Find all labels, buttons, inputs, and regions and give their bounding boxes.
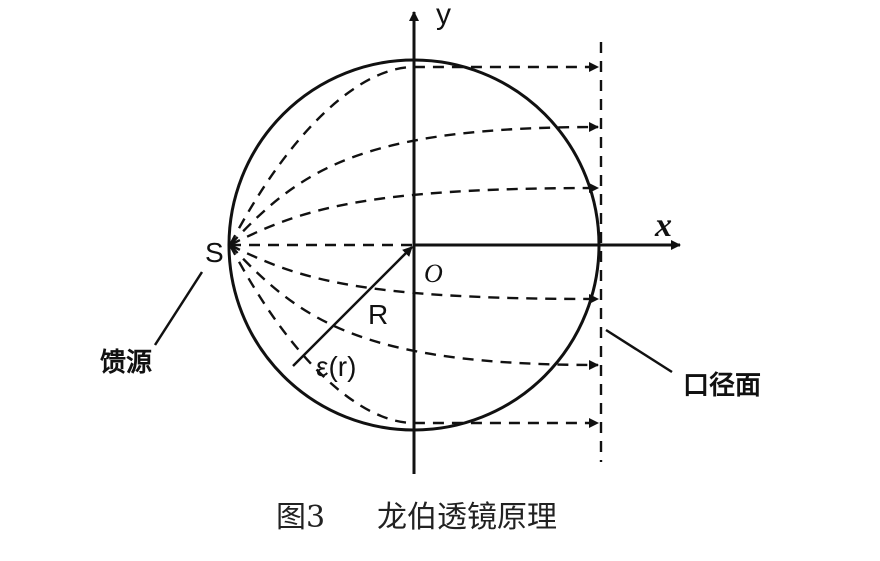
feed-label: 馈源 <box>100 347 152 377</box>
y-axis-label: y <box>436 0 451 31</box>
aperture-leader-line <box>605 328 673 374</box>
epsilon-label: ε(r) <box>316 351 356 382</box>
ray-path <box>229 243 599 304</box>
x-axis-label: x <box>654 207 672 244</box>
aperture-label: 口径面 <box>683 370 761 400</box>
ray-path <box>229 183 599 247</box>
ray-paths <box>228 62 599 428</box>
ray-path <box>229 122 599 246</box>
figure-number: 图3 <box>276 500 325 535</box>
ray-path <box>229 244 599 370</box>
ray-path <box>228 244 599 428</box>
ray-path <box>228 62 599 246</box>
radius-arrow <box>292 246 413 367</box>
feed-leader-line <box>153 271 204 346</box>
feed-point-label: S <box>205 237 224 268</box>
radius-label: R <box>368 299 388 330</box>
origin-label: O <box>424 259 443 288</box>
figure-title: 龙伯透镜原理 <box>377 500 557 535</box>
